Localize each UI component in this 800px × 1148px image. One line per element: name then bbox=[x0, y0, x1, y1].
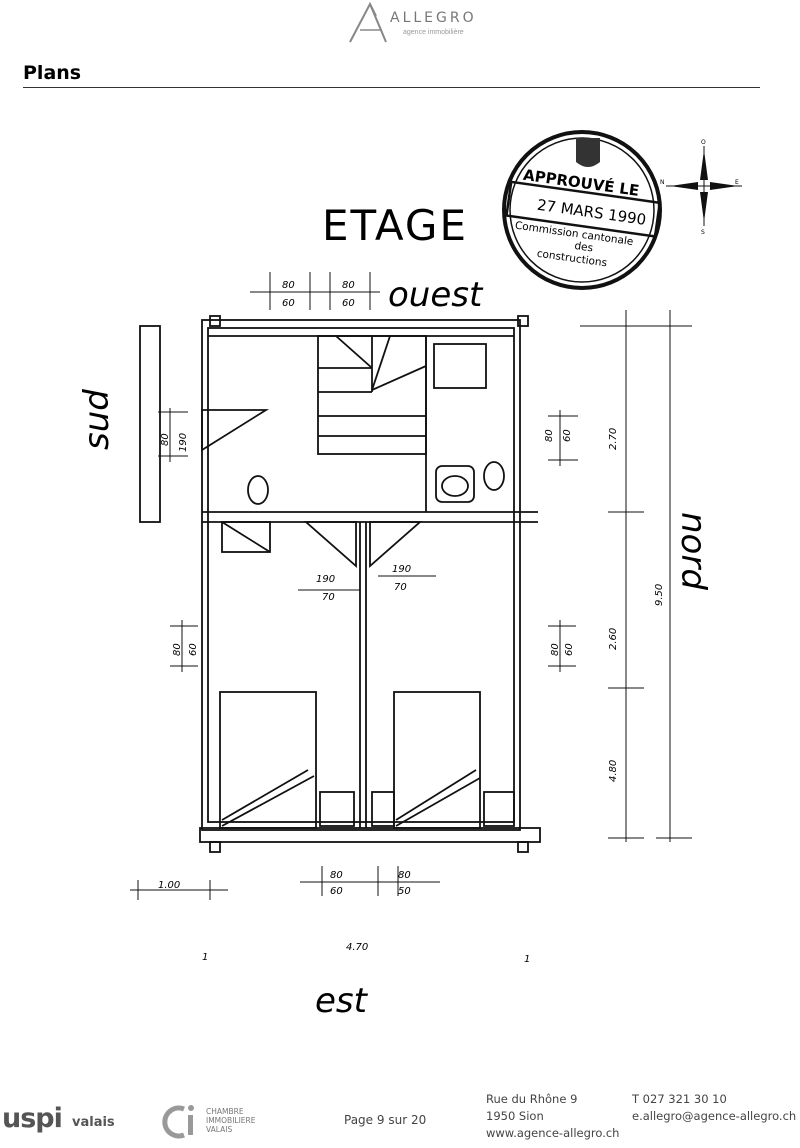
compass-o: O bbox=[701, 139, 706, 146]
agency-contact: T 027 321 30 10 e.allegro@agence-allegro… bbox=[632, 1091, 796, 1125]
dim-door-right-h: 70 bbox=[394, 582, 407, 593]
brand-name: ALLEGRO bbox=[390, 10, 477, 26]
dim-door-left-w: 190 bbox=[316, 574, 335, 585]
chambre-line2: IMMOBILIERE bbox=[206, 1116, 256, 1125]
brand-tagline: agence immobilière bbox=[403, 29, 464, 36]
plan-heading: ETAGE bbox=[322, 201, 468, 250]
dim-top-a-w: 80 bbox=[282, 280, 295, 291]
page-number: Page 9 sur 20 bbox=[344, 1113, 426, 1127]
dim-right-win2-h: 60 bbox=[564, 643, 575, 656]
dim-top-b-w: 80 bbox=[342, 280, 355, 291]
building-walls bbox=[139, 315, 541, 853]
dim-right-tick: 1 bbox=[524, 954, 530, 965]
email-link[interactable]: e.allegro@agence-allegro.ch bbox=[632, 1109, 797, 1123]
dim-bottom-a-h: 60 bbox=[330, 886, 343, 897]
dim-top-b-h: 60 bbox=[342, 298, 355, 309]
stamp-constructions: constructions bbox=[536, 248, 608, 270]
dim-door-left-h: 70 bbox=[322, 592, 335, 603]
dim-right-win-w: 80 bbox=[544, 429, 555, 442]
floor-plan: ETAGE ouest sud nord est APPROUVÉ LE 27 … bbox=[77, 130, 742, 1021]
coat-of-arms-icon bbox=[576, 138, 600, 167]
page-header: ALLEGRO agence immobilière bbox=[0, 0, 800, 50]
dim-balcony: 1.00 bbox=[158, 880, 180, 891]
dim-left-door-h: 190 bbox=[178, 433, 189, 452]
approval-stamp: APPROUVÉ LE 27 MARS 1990 Commission cant… bbox=[502, 130, 662, 290]
compass-n: N bbox=[660, 179, 665, 186]
title-divider bbox=[23, 87, 760, 88]
uspi-logo: uspi bbox=[2, 1103, 63, 1134]
dimension-labels: 80 60 80 60 80 190 80 60 190 70 190 70 8… bbox=[158, 280, 665, 965]
page-total: 20 bbox=[410, 1113, 427, 1127]
dim-left-tick: 1 bbox=[202, 952, 208, 963]
dim-left-win2-h: 60 bbox=[188, 643, 199, 656]
stamp-approved: APPROUVÉ LE bbox=[522, 165, 640, 200]
dim-bottom-a-w: 80 bbox=[330, 870, 343, 881]
label-sud: sud bbox=[77, 389, 117, 450]
label-ouest: ouest bbox=[388, 275, 484, 315]
chambre-line1: CHAMBRE bbox=[206, 1107, 244, 1116]
page-sep: sur bbox=[388, 1113, 408, 1127]
dim-seg3: 4.80 bbox=[608, 760, 619, 782]
dim-door-right-w: 190 bbox=[392, 564, 411, 575]
dim-left-door-w: 80 bbox=[160, 433, 171, 446]
address-street: Rue du Rhône 9 bbox=[486, 1092, 578, 1106]
stamp-des: des bbox=[574, 240, 594, 254]
dim-bottom-b-w: 80 bbox=[398, 870, 411, 881]
label-est: est bbox=[315, 981, 369, 1021]
dim-right-win2-w: 80 bbox=[550, 643, 561, 656]
dim-seg1: 2.70 bbox=[608, 428, 619, 450]
agency-address: Rue du Rhône 9 1950 Sion www.agence-alle… bbox=[486, 1091, 619, 1142]
dim-left-win2-w: 80 bbox=[172, 643, 183, 656]
page-current: 9 bbox=[376, 1113, 385, 1127]
dim-total-width: 4.70 bbox=[346, 942, 368, 953]
dim-bottom-b-h: 50 bbox=[398, 886, 411, 897]
chambre-line3: VALAIS bbox=[206, 1125, 233, 1134]
website-link[interactable]: www.agence-allegro.ch bbox=[486, 1126, 620, 1140]
dim-seg2: 2.60 bbox=[608, 628, 619, 650]
dim-top-a-h: 60 bbox=[282, 298, 295, 309]
dim-right-win-h: 60 bbox=[562, 429, 573, 442]
chambre-immobiliere-text: CHAMBRE IMMOBILIERE VALAIS bbox=[206, 1107, 276, 1134]
address-city: 1950 Sion bbox=[486, 1109, 544, 1123]
dimension-lines bbox=[130, 272, 692, 900]
dim-total-length: 9.50 bbox=[654, 584, 665, 606]
page-prefix: Page bbox=[344, 1113, 374, 1127]
compass-s: S bbox=[701, 229, 705, 236]
uspi-region: valais bbox=[72, 1115, 115, 1130]
compass-e: E bbox=[735, 179, 739, 186]
allegro-logo-icon bbox=[349, 2, 387, 43]
compass-rose-icon: O E S N bbox=[660, 139, 742, 236]
chambre-immobiliere-logo-icon bbox=[162, 1105, 194, 1139]
label-nord: nord bbox=[673, 512, 713, 590]
section-title: Plans bbox=[23, 62, 82, 84]
page-footer: uspi valais CHAMBRE IMMOBILIERE VALAIS P… bbox=[0, 1085, 800, 1145]
phone-number: T 027 321 30 10 bbox=[632, 1092, 727, 1106]
